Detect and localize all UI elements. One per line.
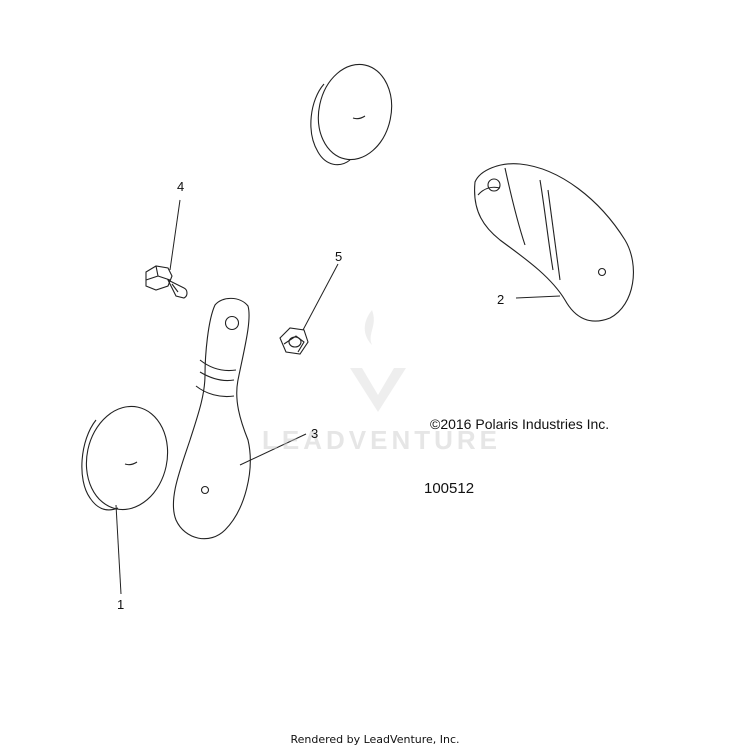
disc-part-1 [81, 405, 169, 511]
bracket-part-3 [172, 297, 251, 540]
copyright-notice: ©2016 Polaris Industries Inc. [430, 416, 610, 432]
nut-part-5 [279, 327, 309, 355]
screw-part-4 [145, 265, 188, 299]
callout-3: 3 [311, 426, 319, 441]
bracket-part-2 [474, 163, 634, 322]
callout-1: 1 [117, 597, 125, 612]
disc-top [310, 63, 393, 166]
callout-4: 4 [177, 179, 185, 194]
watermark-text: LEADVENTURE [262, 425, 502, 455]
callout-5: 5 [335, 249, 343, 264]
callout-2: 2 [497, 292, 505, 307]
rendered-by-footer: Rendered by LeadVenture, Inc. [290, 733, 460, 746]
document-number: 100512 [424, 480, 475, 497]
watermark-logo [350, 310, 406, 412]
leader-lines [115, 199, 561, 595]
